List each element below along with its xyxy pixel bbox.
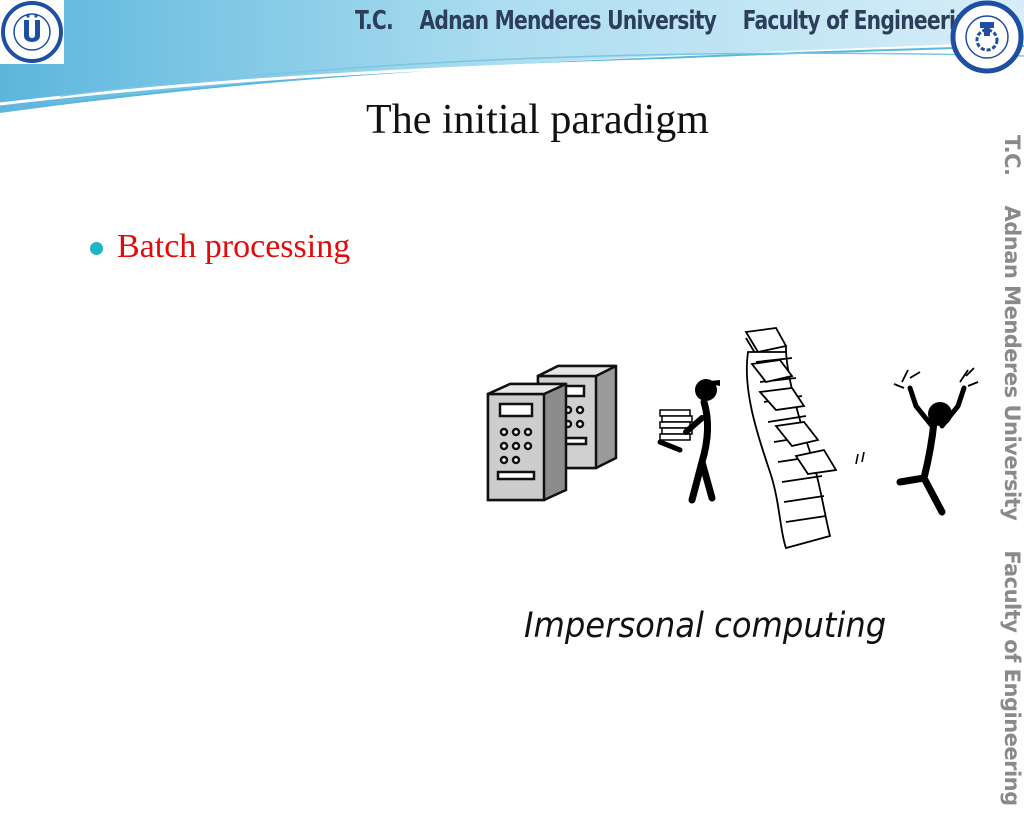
header-faculty: Faculty of Engineering: [742, 6, 984, 36]
bullet-item: Batch processing: [90, 228, 350, 266]
paper-stacks-icon: [744, 327, 838, 550]
illustration-graphic: [486, 327, 979, 550]
adnan-menderes-university-seal-icon: [0, 0, 64, 64]
university-logo: [0, 0, 64, 64]
bullet-text: Batch processing: [117, 228, 351, 265]
header-banner: T.C. Adnan Menderes University Faculty of …: [0, 0, 1024, 120]
bullet-dot-icon: [90, 241, 103, 255]
header-title: T.C. Adnan Menderes University Faculty of …: [355, 6, 1009, 36]
impersonal-computing-illustration: [480, 322, 980, 562]
motion-lines-icon: [855, 451, 865, 465]
header-swoosh-graphic: [0, 0, 1024, 113]
slide-title: The initial paradigm: [366, 97, 709, 143]
side-faculty: Faculty of Engineering: [1000, 550, 1024, 806]
person-carrying-papers-icon: [657, 379, 720, 504]
engineering-faculty-seal-icon: [950, 0, 1024, 74]
vertical-side-banner: T.C.Adnan Menderes UniversityFaculty of …: [1000, 135, 1024, 806]
mainframe-computer-icon: [486, 364, 618, 502]
frustrated-person-icon: [893, 367, 979, 516]
header-prefix: T.C.: [355, 6, 394, 36]
header-university: Adnan Menderes University: [419, 6, 717, 36]
side-university: Adnan Menderes University: [1000, 205, 1024, 521]
illustration-caption: Impersonal computing: [524, 606, 887, 646]
faculty-logo: [950, 0, 1024, 74]
